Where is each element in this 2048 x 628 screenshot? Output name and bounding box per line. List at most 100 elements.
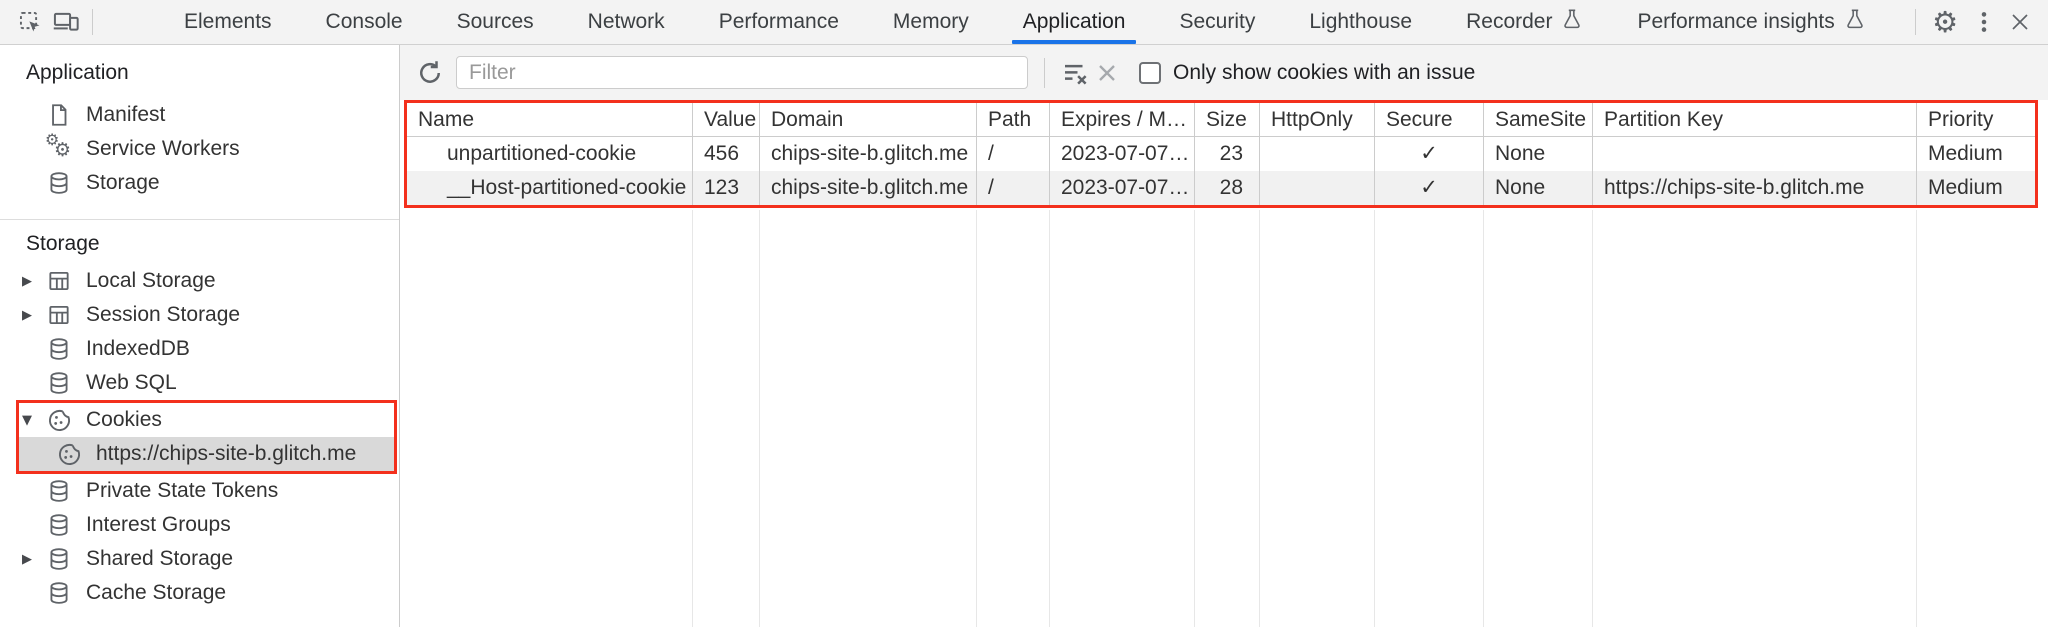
- sidebar-item-private-state-tokens[interactable]: Private State Tokens: [0, 474, 399, 508]
- sidebar-section-application: Application: [26, 61, 129, 84]
- tab-security[interactable]: Security: [1179, 10, 1256, 33]
- clear-filter-icon[interactable]: [1059, 57, 1091, 89]
- cell-expires[interactable]: 2023-07-07…: [1050, 171, 1195, 205]
- sidebar-section-storage: Storage: [26, 232, 100, 255]
- cell-partition-key[interactable]: https://chips-site-b.glitch.me: [1593, 171, 1917, 205]
- cell-priority[interactable]: Medium: [1928, 176, 2003, 199]
- column-header-priority[interactable]: Priority: [1917, 103, 2035, 137]
- cell-secure[interactable]: ✓: [1375, 171, 1484, 205]
- cell-samesite[interactable]: None: [1484, 137, 1593, 171]
- tab-lighthouse[interactable]: Lighthouse: [1309, 10, 1413, 33]
- sidebar-item-interest-groups[interactable]: Interest Groups: [0, 508, 399, 542]
- expander-icon[interactable]: ▶: [22, 307, 32, 323]
- cookie-icon: [44, 405, 74, 435]
- column-header-path[interactable]: Path: [977, 103, 1050, 137]
- filter-input[interactable]: [456, 56, 1028, 89]
- sidebar-item-shared-storage[interactable]: ▶ Shared Storage: [0, 542, 399, 576]
- gears-icon: ⚙⚙: [45, 130, 72, 161]
- database-icon: [44, 334, 74, 364]
- cell-path[interactable]: /: [977, 137, 1050, 171]
- toolbar-divider: [92, 9, 93, 35]
- cookies-table-area: Name Value Domain Path Expires / M… Size…: [400, 100, 2048, 627]
- tab-recorder[interactable]: Recorder: [1439, 0, 1610, 44]
- tab-application[interactable]: Application: [996, 0, 1153, 44]
- sidebar-item-service-workers[interactable]: ⚙⚙ Service Workers: [0, 130, 399, 166]
- delete-all-icon[interactable]: [1091, 57, 1123, 89]
- close-devtools-icon[interactable]: [2002, 4, 2038, 40]
- sidebar-item-cookie-origin[interactable]: https://chips-site-b.glitch.me: [19, 437, 394, 471]
- device-toolbar-icon[interactable]: [48, 4, 84, 40]
- cell-secure[interactable]: ✓: [1375, 137, 1484, 171]
- cell-domain[interactable]: chips-site-b.glitch.me: [760, 171, 977, 205]
- cell-size[interactable]: 23: [1195, 137, 1260, 171]
- sidebar-item-local-storage[interactable]: ▶ Local Storage: [0, 264, 399, 298]
- cell-httponly[interactable]: [1260, 137, 1375, 171]
- expander-icon[interactable]: ▼: [22, 412, 32, 428]
- refresh-icon[interactable]: [414, 57, 446, 89]
- cell-name[interactable]: __Host-partitioned-cookie: [407, 171, 693, 205]
- expander-icon[interactable]: ▶: [22, 273, 32, 289]
- sidebar-item-session-storage[interactable]: ▶ Session Storage: [0, 298, 399, 332]
- tab-sources[interactable]: Sources: [456, 10, 534, 33]
- expander-icon[interactable]: ▶: [22, 551, 32, 567]
- cookies-panel: Only show cookies with an issue Name Val…: [400, 45, 2048, 627]
- table-grid-icon: [44, 300, 74, 330]
- document-icon: [44, 100, 74, 130]
- database-icon: [44, 368, 74, 398]
- sidebar-item-cache-storage[interactable]: Cache Storage: [0, 576, 399, 610]
- cell-value[interactable]: 123: [693, 171, 760, 205]
- filterbar-divider: [1044, 57, 1045, 88]
- cell-priority[interactable]: Medium: [1928, 142, 2003, 165]
- only-issues-checkbox[interactable]: [1139, 61, 1161, 84]
- tab-console[interactable]: Console: [325, 10, 403, 33]
- more-options-icon[interactable]: [1966, 4, 2002, 40]
- tab-memory[interactable]: Memory: [892, 10, 969, 33]
- table-row[interactable]: __Host-partitioned-cookie 123 chips-site…: [407, 171, 2035, 205]
- database-icon: [44, 578, 74, 608]
- cell-name[interactable]: unpartitioned-cookie: [407, 137, 693, 171]
- table-row[interactable]: unpartitioned-cookie 456 chips-site-b.gl…: [407, 137, 2035, 171]
- application-sidebar: Application Manifest ⚙⚙ Service Workers: [0, 45, 400, 627]
- column-header-partition-key[interactable]: Partition Key: [1593, 103, 1917, 137]
- settings-gear-icon[interactable]: ⚙: [1932, 4, 1958, 39]
- tab-performance-insights[interactable]: Performance insights: [1610, 0, 1892, 44]
- column-header-expires[interactable]: Expires / M…: [1050, 103, 1195, 137]
- cell-httponly[interactable]: [1260, 171, 1375, 205]
- cell-path[interactable]: /: [977, 171, 1050, 205]
- column-header-name[interactable]: Name: [407, 103, 693, 137]
- panel-tabs: Elements Console Sources Network Perform…: [157, 0, 1893, 44]
- table-grid-icon: [44, 266, 74, 296]
- cell-size[interactable]: 28: [1195, 171, 1260, 205]
- database-icon: [44, 510, 74, 540]
- cell-value[interactable]: 456: [693, 137, 760, 171]
- devtools-tabbar: Elements Console Sources Network Perform…: [0, 0, 2048, 45]
- sidebar-item-manifest[interactable]: Manifest: [0, 98, 399, 132]
- cell-domain[interactable]: chips-site-b.glitch.me: [760, 137, 977, 171]
- tab-elements[interactable]: Elements: [184, 10, 272, 33]
- cell-partition-key[interactable]: [1593, 137, 1917, 171]
- tab-network[interactable]: Network: [587, 10, 665, 33]
- column-header-samesite[interactable]: SameSite: [1484, 103, 1593, 137]
- only-issues-label: Only show cookies with an issue: [1173, 60, 1476, 84]
- tab-performance[interactable]: Performance: [718, 10, 839, 33]
- database-icon: [44, 476, 74, 506]
- cell-expires[interactable]: 2023-07-07…: [1050, 137, 1195, 171]
- column-header-domain[interactable]: Domain: [760, 103, 977, 137]
- column-header-size[interactable]: Size: [1195, 103, 1260, 137]
- database-icon: [44, 544, 74, 574]
- inspect-element-icon[interactable]: [12, 4, 48, 40]
- experiment-flask-icon: [1561, 8, 1583, 36]
- cookie-icon: [54, 439, 84, 469]
- toolbar-divider: [1915, 9, 1916, 35]
- column-header-value[interactable]: Value: [693, 103, 760, 137]
- cell-samesite[interactable]: None: [1484, 171, 1593, 205]
- sidebar-item-storage[interactable]: Storage: [0, 166, 399, 200]
- sidebar-item-indexeddb[interactable]: IndexedDB: [0, 332, 399, 366]
- sidebar-divider: [0, 219, 399, 220]
- column-header-httponly[interactable]: HttpOnly: [1260, 103, 1375, 137]
- column-header-secure[interactable]: Secure: [1375, 103, 1484, 137]
- sidebar-item-web-sql[interactable]: Web SQL: [0, 366, 399, 400]
- sidebar-item-cookies[interactable]: ▼ Cookies: [19, 403, 394, 437]
- tabbar-right-controls: ⚙: [1907, 4, 2048, 40]
